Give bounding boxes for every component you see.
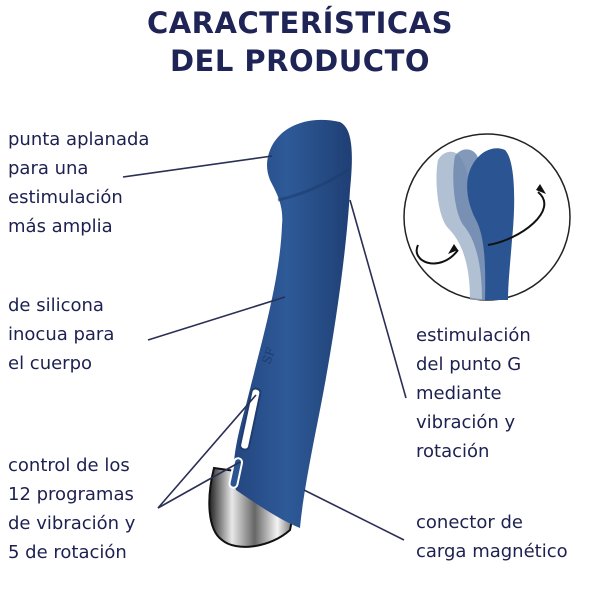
svg-text:SF: SF [259,346,278,366]
feature-tip-label: punta aplanada para una estimulación más… [8,129,150,237]
vibrator-illustration: SF [208,119,352,548]
feature-charger-label: conector de carga magnético [416,512,568,562]
feature-silicone-label: de silicona inocua para el cuerpo [8,295,115,374]
title-line-2: DEL PRODUCTO [169,44,431,78]
page-title: CARACTERÍSTICAS DEL PRODUCTO [0,4,600,80]
feature-controls-label: control de los 12 programas de vibración… [8,455,136,563]
feature-gspot-label: estimulación del punto G mediante vibrac… [416,325,531,462]
leader-lines [122,155,407,541]
rotation-arrows-icon [403,133,571,301]
title-line-1: CARACTERÍSTICAS [146,6,454,40]
